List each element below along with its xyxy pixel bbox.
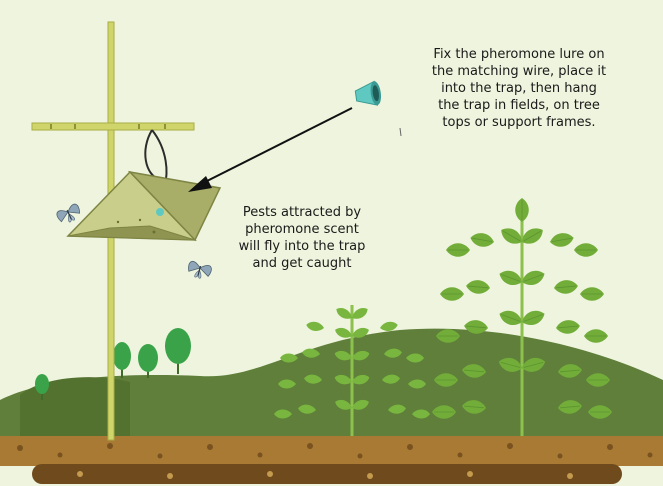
distant-trees [35,328,191,400]
lure-arrow [188,107,353,192]
pests-attracted-caption: Pests attracted by pheromone scent will … [238,205,366,271]
crop-plant-small [274,305,430,440]
delta-trap [66,170,222,242]
hanging-wire [144,129,168,183]
crop-plant-tall [431,197,613,440]
lure-instruction-caption: Fix the pheromone lure on the matching w… [431,47,607,130]
pheromone-lure [354,80,382,106]
moth-upper [56,203,80,223]
moth-lower [188,260,212,279]
small-hill [20,377,130,450]
soil [0,436,663,484]
background-hill [0,328,663,450]
